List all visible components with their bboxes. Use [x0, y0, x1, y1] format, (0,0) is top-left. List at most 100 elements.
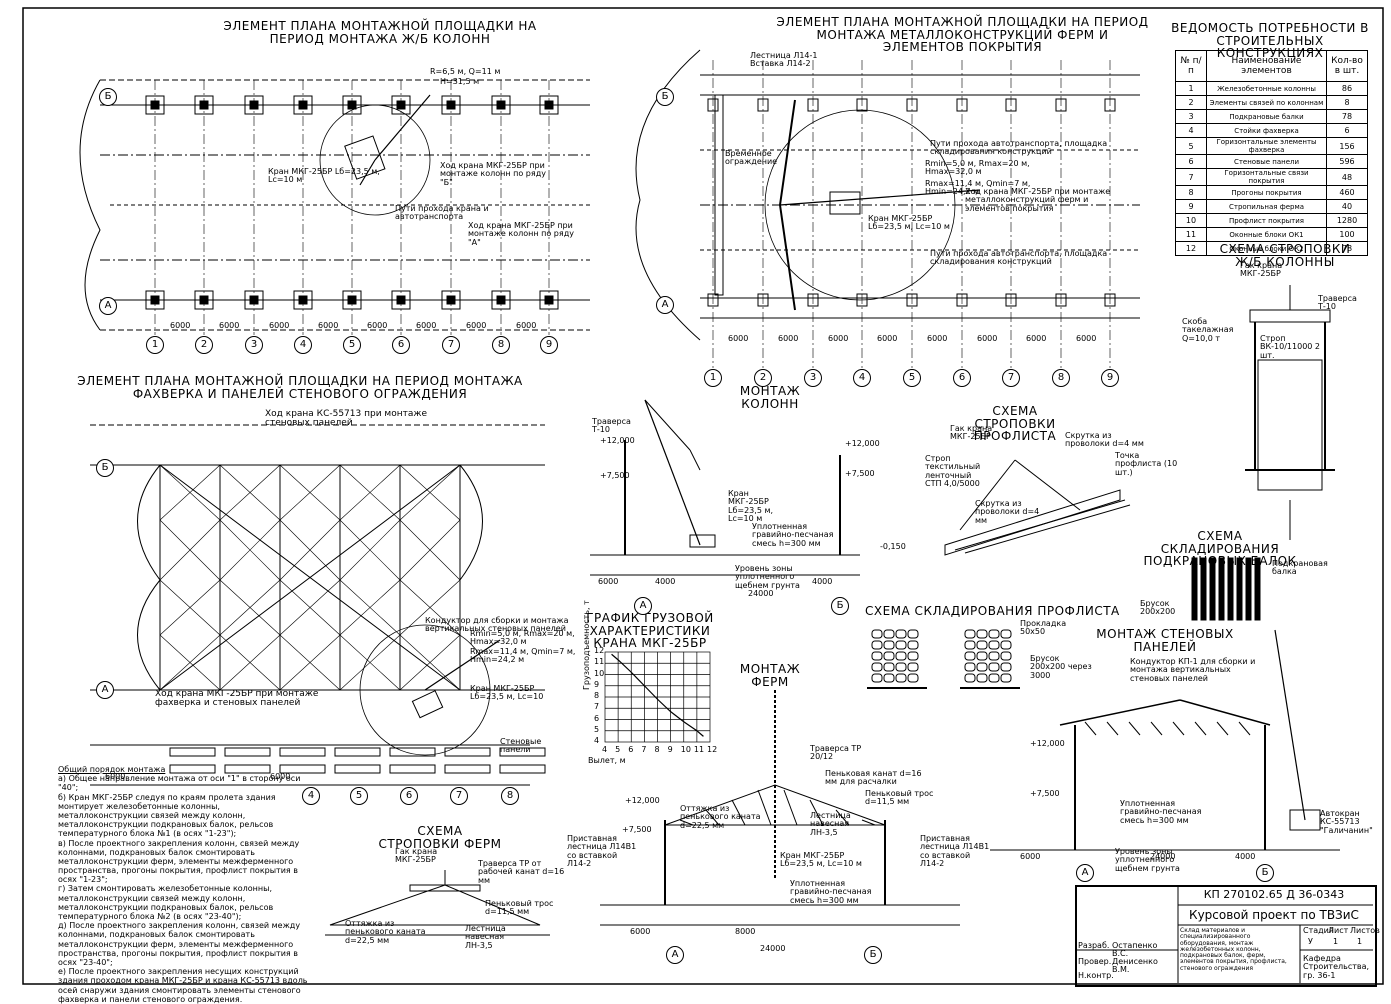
axis-bubble-plan1: 9 — [540, 336, 558, 354]
profile-sheet-bundle — [964, 662, 976, 672]
dimension-label: 6000 — [219, 321, 240, 330]
plan-trusses — [635, 49, 1140, 368]
dimension-label: 6000 — [466, 321, 487, 330]
title-storage-beams: СХЕМА СКЛАДИРОВАНИЯ ПОДКРАНОВЫХ БАЛОК — [1143, 529, 1297, 569]
column-footing — [342, 95, 362, 115]
column-marker — [707, 98, 719, 112]
plan-columns — [79, 79, 590, 335]
label-truss-crane-route: Ход крана МКГ-25БР при монтаже металлоко… — [965, 187, 1111, 213]
truss-web — [679, 819, 694, 826]
label-crane-params: Кран МКГ-25БР Lб=23,5 м, Lс=10 м — [268, 167, 380, 185]
profile-sheet-bundle — [907, 673, 919, 683]
schedule-cell-name: Оконные блоки ОК2 — [1206, 241, 1327, 256]
profile-sheet-bundle — [883, 673, 895, 683]
label-hook-truss: Гак крана МКГ-25БР — [395, 847, 438, 865]
schedule-cell-name: Горизонтальные связи покрытия — [1206, 168, 1327, 186]
wall-panel-stack — [279, 747, 326, 757]
column — [396, 295, 406, 305]
axis-bubble-plan2: 8 — [1052, 369, 1070, 387]
dimension-label: 6000 — [728, 334, 749, 343]
schedule-cell-name: Подкрановые балки — [1206, 109, 1327, 124]
label-hemp-rope2: Оттяжка из пенькового каната d=22,5 мм — [680, 804, 761, 830]
column — [347, 295, 357, 305]
crane-beam — [1209, 557, 1216, 621]
label-level-12-truss: +12,000 — [625, 796, 660, 805]
label-wire-twist2: Скрутка из проволоки d=4 мм — [975, 499, 1040, 525]
title-plan-columns: ЭЛЕМЕНТ ПЛАНА МОНТАЖНОЙ ПЛОЩАДКИ НА ПЕРИ… — [223, 19, 537, 46]
graph-x-tick: 12 — [707, 745, 718, 754]
column — [298, 100, 308, 110]
column — [199, 100, 209, 110]
column-marker — [707, 293, 719, 307]
label-hook-height: Н=31,5 м — [440, 77, 480, 86]
axis-bubble-plan3: 6 — [400, 787, 418, 805]
columns-install-section — [590, 399, 860, 576]
load-chart-grid — [604, 651, 711, 743]
truss-web — [731, 799, 746, 826]
title-columns-install: МОНТАЖ КОЛОНН — [739, 384, 801, 411]
column-footing — [491, 95, 511, 115]
graph-y-tick: 12 — [594, 646, 605, 655]
truss-web — [1238, 721, 1251, 736]
graph-x-tick: 6 — [628, 745, 634, 754]
profile-sheet-bundle — [871, 673, 883, 683]
column-footing — [244, 95, 264, 115]
schedule-cell-name: Стойки фахверка — [1206, 123, 1327, 138]
profile-sheet-bundle — [871, 651, 883, 661]
axis-bubble-row-b2: Б — [656, 88, 674, 106]
schedule-cell-num: 8 — [1175, 185, 1207, 200]
axis-bubble-sec-b: Б — [831, 597, 849, 615]
profile-sheet-bundle — [871, 640, 883, 650]
label-level-7-wall: +7,500 — [1030, 789, 1060, 798]
profile-sheet-bundle — [976, 640, 988, 650]
label-load-axis: Грузоподъемность, т — [582, 600, 591, 690]
storage-profile-diagram — [867, 629, 1020, 689]
axis-bubble-plan1: 7 — [442, 336, 460, 354]
column-marker — [1104, 293, 1116, 307]
dimension-label: 6000 — [877, 334, 898, 343]
graph-y-tick: 10 — [594, 668, 605, 678]
column-footing — [194, 290, 214, 310]
schedule-cell-name: Железобетонные колонны — [1206, 81, 1327, 96]
schedule-header-qty: Кол-во в шт. — [1326, 50, 1368, 82]
profile-sheet-bundle — [895, 640, 907, 650]
column — [446, 100, 456, 110]
profile-sheet-bundle — [895, 629, 907, 639]
stamp-norm: Н.контр. — [1078, 971, 1114, 980]
graph-x-tick: 7 — [641, 745, 647, 754]
title-plan-walls: ЭЛЕМЕНТ ПЛАНА МОНТАЖНОЙ ПЛОЩАДКИ НА ПЕРИ… — [77, 374, 523, 401]
label-autocrane: Автокран КС-55713 "Галичанин" — [1320, 809, 1373, 835]
label-wall-crane-route: Ход крана КС-55713 при монтаже стеновых … — [265, 409, 427, 429]
schedule-cell-qty: 156 — [1326, 137, 1368, 155]
column-marker — [956, 293, 968, 307]
label-traverse: Траверса Т-10 — [1318, 294, 1357, 312]
column — [199, 295, 209, 305]
label-rope-restrain: Пеньковый трос d=11,5 мм — [865, 789, 934, 807]
profile-sheet-bundle — [988, 640, 1000, 650]
dimension-label: 6000 — [1076, 334, 1097, 343]
schedule-cell-name: Стеновые панели — [1206, 154, 1327, 169]
label-conductor-kp: Кондуктор КП-1 для сборки и монтажа верт… — [1130, 657, 1256, 683]
label-ladder-truss: Лестница навесная ЛН-3,5 — [465, 924, 506, 950]
axis-bubble-plan2: 2 — [754, 369, 772, 387]
column-marker — [757, 98, 769, 112]
label-sling-vk: Строп ВК-10/11000 2 шт. — [1260, 334, 1321, 360]
dimension-label: 6000 — [416, 321, 437, 330]
title-block-lines — [1075, 885, 1373, 983]
truss-web — [1172, 721, 1185, 736]
column-footing — [491, 290, 511, 310]
column-marker — [1104, 98, 1116, 112]
axis-bubble-plan1: 8 — [492, 336, 510, 354]
schedule-cell-qty: 40 — [1326, 199, 1368, 214]
note-item: г) Затем смонтировать железобетонные кол… — [58, 884, 274, 921]
notes-title: Общий порядок монтажа — [58, 765, 166, 774]
label-reach-axis: Вылет, м — [588, 756, 626, 765]
stamp-checked: Провер. — [1078, 957, 1112, 966]
bracing — [399, 464, 461, 691]
column — [544, 295, 554, 305]
column-footing — [194, 95, 214, 115]
axis-bubble-plan2: 6 — [953, 369, 971, 387]
label-level-12-wall: +12,000 — [1030, 739, 1065, 748]
label-traverse-truss: Траверса ТР от рабочей канат d=16 мм — [478, 859, 565, 885]
